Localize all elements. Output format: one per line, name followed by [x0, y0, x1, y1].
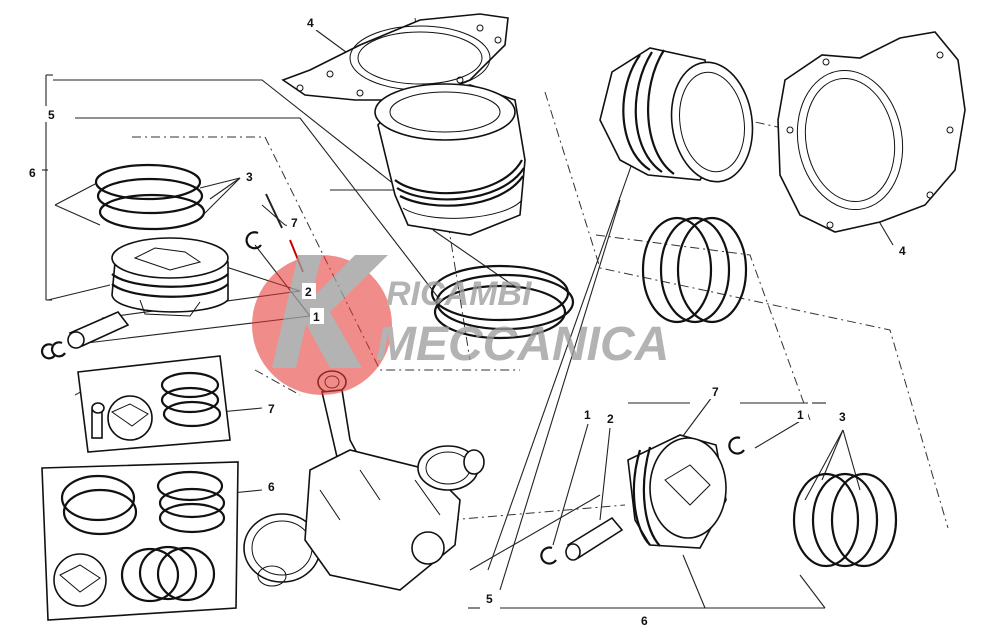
piston-rings-right-lower [792, 472, 898, 568]
wrist-pin-left [67, 311, 130, 349]
callout-6-left: 6 [29, 166, 36, 180]
callout-2-left: 2 [305, 285, 312, 299]
callout-1-right-b: 1 [797, 408, 804, 422]
callout-1-left: 1 [313, 310, 320, 324]
piston-rings-center [430, 264, 575, 340]
watermark-logo: RICAMBI MECCANICA [252, 255, 669, 395]
kit-box-6 [41, 461, 239, 621]
callout-7-right: 7 [712, 385, 719, 399]
callout-5-bottom: 5 [486, 592, 493, 606]
crankshaft [243, 445, 485, 591]
callout-5-left: 5 [48, 108, 55, 122]
circlips-left [40, 231, 262, 360]
cylinder-right [599, 47, 754, 183]
head-gasket-right [777, 31, 966, 233]
wrist-pin-right [565, 516, 624, 561]
callout-4-right: 4 [899, 244, 906, 258]
piston-left [111, 237, 229, 317]
watermark-k-shape [272, 255, 388, 368]
kit-box-7 [77, 355, 231, 453]
head-gasket-top [281, 13, 509, 101]
piston-rings-left [94, 163, 206, 231]
circlips-right [540, 436, 745, 565]
watermark-line2: MECCANICA [376, 318, 669, 371]
callout-4-top: 4 [307, 16, 314, 30]
callout-1-right-a: 1 [584, 408, 591, 422]
watermark-line1: RICAMBI [386, 275, 533, 313]
callout-7-box: 7 [268, 402, 275, 416]
callout-3-left: 3 [246, 170, 253, 184]
callout-6-box: 6 [268, 480, 275, 494]
cylinder-center [374, 83, 526, 236]
callout-labels: 4 5 6 3 7 2 1 7 6 4 7 1 2 1 3 5 6 [26, 14, 910, 628]
callout-3-right: 3 [839, 410, 846, 424]
piston-right [627, 434, 727, 549]
callout-2-right: 2 [607, 412, 614, 426]
piston-rings-right-upper [641, 216, 748, 324]
callout-7-left: 7 [291, 216, 298, 230]
callout-6-bottom: 6 [641, 614, 648, 628]
